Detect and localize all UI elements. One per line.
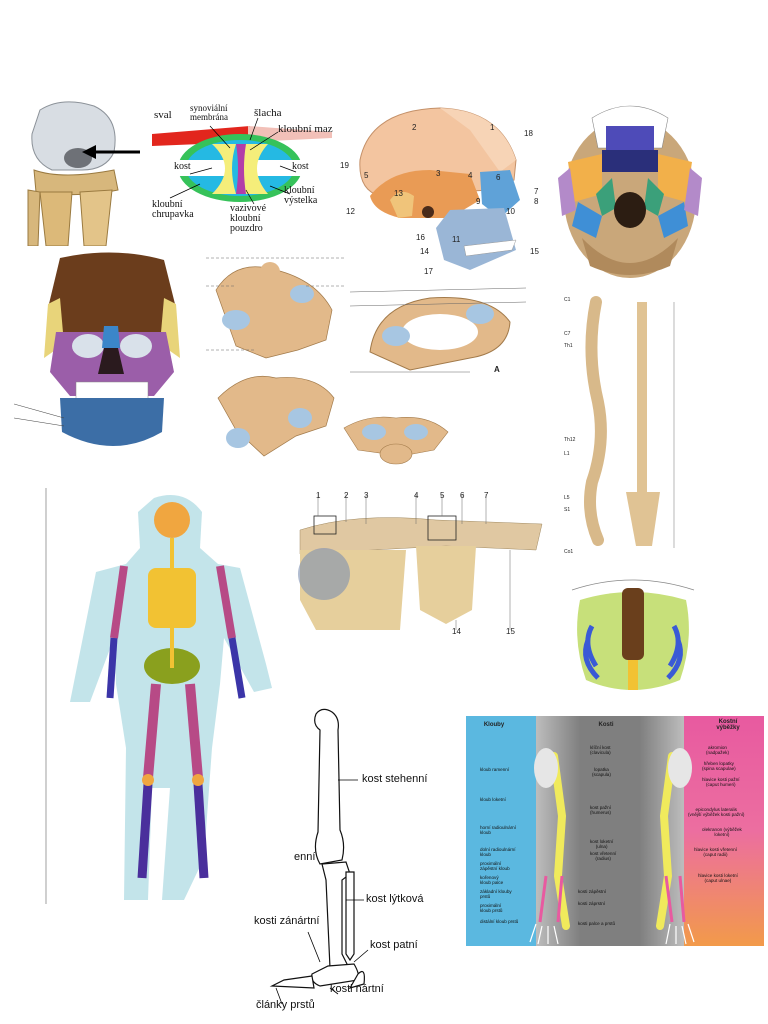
arm-joint-5: kořenový kloub palce — [480, 875, 504, 885]
arm-bone-4: kost vřetenní (radius) — [590, 851, 617, 861]
arm-joint-7: proximální kloub prstů — [480, 903, 503, 913]
full-skeleton-illustration — [44, 488, 296, 904]
label-sval: sval — [154, 109, 172, 121]
arm-joint-3: dolní radioulnární kloub — [480, 847, 516, 857]
skull-num-19: 19 — [340, 161, 349, 170]
arm-header-klouby: Klouby — [483, 722, 505, 728]
arm-joint-6: základní klouby prstů — [480, 889, 512, 899]
label-kloubni-maz: kloubní maz — [278, 123, 333, 135]
skull-num-18: 18 — [524, 129, 533, 138]
label-kost-left: kost — [174, 161, 191, 172]
leg-label-nartni: kosti nártní — [330, 983, 384, 995]
shoulder-girdle-illustration: 1 2 3 4 5 6 7 14 15 — [296, 490, 544, 636]
skull-num-13: 13 — [394, 189, 403, 198]
skull-num-14: 14 — [420, 247, 429, 256]
skull-frontal-illustration — [14, 248, 208, 462]
skull-num-12: 12 — [346, 207, 355, 216]
arm-col-joints-bg — [466, 716, 536, 946]
arm-joint-1: kloub loketní — [480, 797, 506, 802]
label-kloubni-pouzdro: vazivové kloubní pouzdro — [230, 203, 267, 234]
arm-joint-4: proximální zápěstní kloub — [480, 861, 510, 871]
arm-header-kosti: Kosti — [598, 722, 614, 728]
shoulder-num-6: 6 — [460, 491, 465, 500]
leg-label-stehenni: kost stehenní — [362, 773, 428, 785]
spine-label-c7: C7 — [564, 331, 571, 337]
spine-label-s1: S1 — [564, 507, 571, 513]
arm-bone-5: kosti zápěstní — [578, 889, 607, 894]
skull-num-1: 1 — [490, 123, 495, 132]
atlas-marker: A — [494, 365, 500, 374]
skull-num-3: 3 — [436, 169, 441, 178]
label-kloubni-chrupavka: kloubní chrupavka — [152, 199, 194, 220]
leg-label-enni: enní — [294, 851, 316, 863]
skull-num-4: 4 — [468, 171, 473, 180]
label-synovial-membrane: synoviální membrána — [190, 104, 228, 122]
spine-label-th12: Th12 — [564, 437, 576, 443]
skull-num-6: 6 — [496, 173, 501, 182]
atlas-vertebra-illustration: A — [350, 282, 532, 390]
skull-num-8: 8 — [534, 197, 539, 206]
thorax-illustration — [552, 570, 714, 702]
skull-num-10: 10 — [506, 207, 515, 216]
arm-col-processes-bg — [684, 716, 764, 946]
arm-process-3: epicondylus lateralis (vnější výběžek ko… — [688, 807, 745, 817]
arm-process-2: hlavice kosti pažní (caput humeri) — [702, 777, 740, 787]
leg-label-lytkova: kost lýtková — [366, 893, 424, 905]
skull-num-5: 5 — [364, 171, 369, 180]
arm-header-vybezky: Kostní výběžky — [716, 719, 740, 731]
shoulder-num-7: 7 — [484, 491, 489, 500]
shoulder-num-15: 15 — [506, 627, 515, 636]
spine-label-co1: Co1 — [564, 549, 574, 555]
leg-label-prstu: články prstů — [256, 999, 315, 1011]
skull-num-11: 11 — [452, 235, 461, 244]
skull-num-16: 16 — [416, 233, 425, 242]
leg-label-zanartni: kosti zánártní — [254, 915, 320, 927]
label-kloubni-vystelka: kloubní výstelka — [284, 185, 318, 206]
arm-process-1: hřeben lopatky (spina scapulae) — [702, 761, 736, 771]
arm-bone-1: lopatka (scapula) — [592, 767, 611, 777]
arm-bone-0: klíční kost (clavicula) — [590, 745, 611, 755]
arm-bone-7: kosti palce a prstů — [578, 921, 616, 926]
arm-process-5: hlavice kosti vřetenní (caput radii) — [694, 847, 737, 857]
shoulder-num-4: 4 — [414, 491, 419, 500]
skull-num-9: 9 — [476, 197, 481, 206]
spine-label-l1: L1 — [564, 451, 570, 457]
shoulder-num-5: 5 — [440, 491, 445, 500]
arm-joint-8: distální kloub prstů — [480, 919, 519, 924]
label-slacha: šlacha — [254, 107, 282, 119]
shoulder-num-14: 14 — [452, 627, 461, 636]
shoulder-num-2: 2 — [344, 491, 349, 500]
skull-num-2: 2 — [412, 123, 417, 132]
skull-num-17: 17 — [424, 267, 433, 276]
spine-illustration: C1 C7 Th1 Th12 L1 L5 S1 Co1 — [556, 292, 716, 562]
arm-process-0: akromion (nadpažek) — [706, 745, 729, 755]
knee-illustration — [22, 100, 144, 246]
arm-process-4: olekranon (výběžek loketní) — [702, 827, 742, 837]
arm-joint-2: horní radioulnární kloub — [480, 825, 517, 835]
spine-label-c1: C1 — [564, 297, 571, 303]
skull-num-15: 15 — [530, 247, 539, 256]
skull-lateral-illustration: 1 2 3 4 5 6 7 8 9 10 11 12 13 14 15 16 1… — [340, 100, 540, 280]
arm-bone-6: kosti záprstní — [578, 901, 606, 906]
shoulder-num-1: 1 — [316, 491, 321, 500]
arm-bones-table: Klouby Kosti Kostní výběžky kloub ramenn… — [466, 716, 764, 946]
arm-joint-0: kloub ramenní — [480, 767, 510, 772]
leg-skeleton-outline: kost stehenní enní kost lýtková kosti zá… — [250, 704, 460, 1020]
spine-label-l5: L5 — [564, 495, 570, 501]
label-kost-right: kost — [292, 161, 309, 172]
arm-process-6: hlavice kosti loketní (caput ulnae) — [698, 873, 738, 883]
cervical-axis-illustration — [338, 398, 454, 474]
arm-bone-3: kost loketní (ulna) — [590, 839, 614, 849]
skull-base-illustration — [552, 98, 730, 282]
cervical-vertebrae-illustration — [206, 250, 348, 472]
shoulder-num-3: 3 — [364, 491, 369, 500]
leg-label-patni: kost patní — [370, 939, 418, 951]
skull-num-7: 7 — [534, 187, 539, 196]
synovial-joint-diagram: sval synoviální membrána šlacha kloubní … — [150, 104, 362, 242]
arm-bone-2: kost pažní (humerus) — [590, 805, 611, 815]
spine-label-th1: Th1 — [564, 343, 573, 349]
